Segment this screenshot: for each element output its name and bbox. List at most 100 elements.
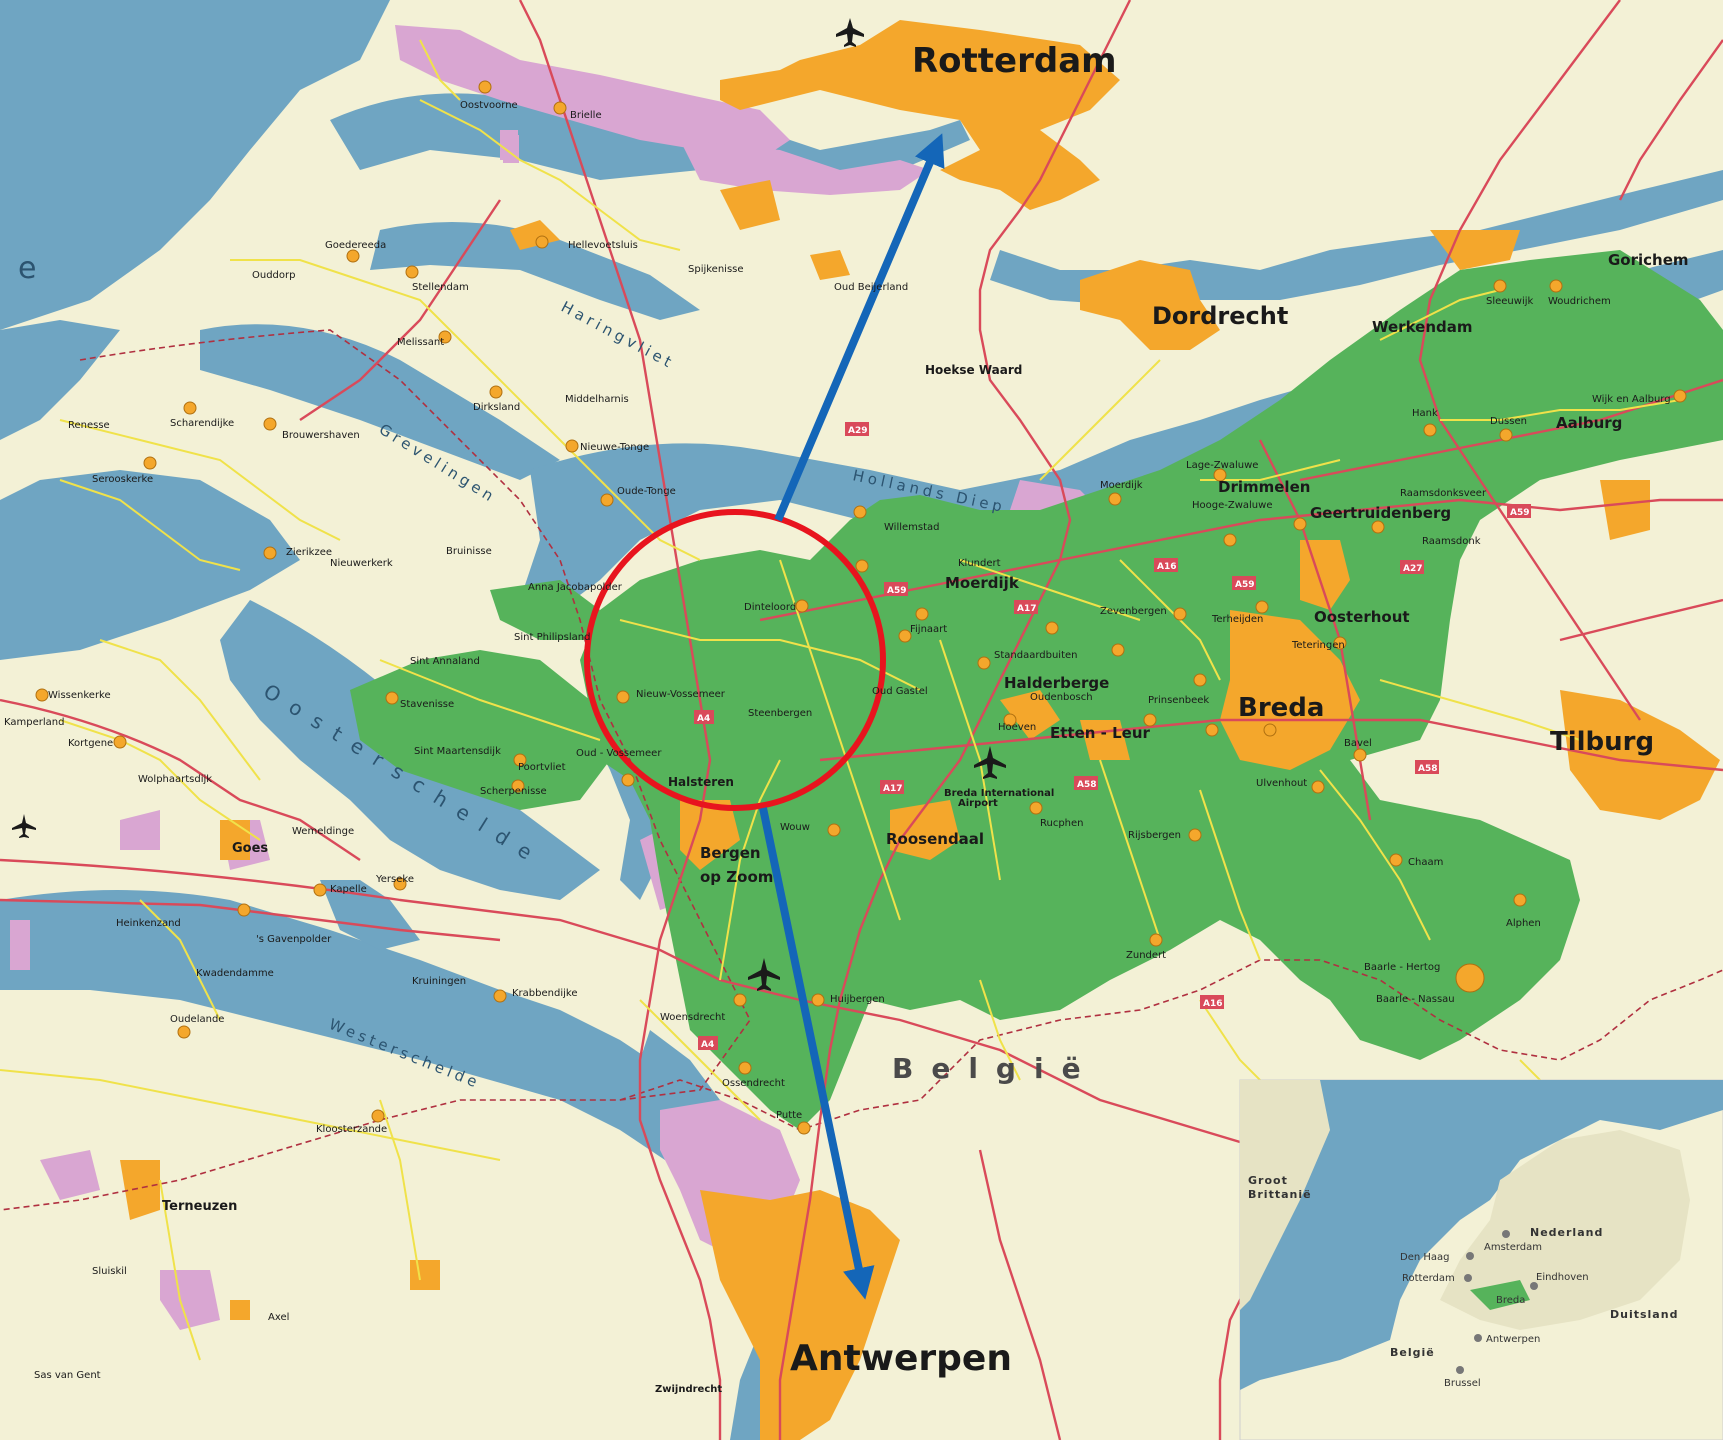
goes-label: Goes xyxy=(232,841,268,856)
place-dussen: Dussen xyxy=(1490,416,1527,427)
halderberge-label: Halderberge xyxy=(1004,674,1109,692)
place-oostvoorne: Oostvoorne xyxy=(460,100,518,111)
place-wemeldinge: Wemeldinge xyxy=(292,826,354,837)
place-wijk-en-aalburg: Wijk en Aalburg xyxy=(1592,394,1671,405)
airplane-icon-woensdrecht xyxy=(748,958,780,991)
place-teteringen: Teteringen xyxy=(1291,640,1345,651)
oosterhout-label: Oosterhout xyxy=(1314,608,1410,626)
secondary-road-layer xyxy=(0,39,1681,1361)
airplane-icon-zeeland xyxy=(12,814,36,838)
place-zierikzee: Zierikzee xyxy=(286,547,332,558)
place-oudenbosch: Oudenbosch xyxy=(1030,692,1093,703)
place-chaam: Chaam xyxy=(1408,857,1443,868)
place-nieuw-vossemeer: Nieuw-Vossemeer xyxy=(636,689,726,700)
place-wissenkerke: Wissenkerke xyxy=(48,690,111,701)
place-hooge-zwaluwe: Hooge-Zwaluwe xyxy=(1192,500,1272,511)
airplane-icon-breda xyxy=(974,746,1006,779)
place-oudelande: Oudelande xyxy=(170,1014,224,1025)
inset-groot-label-1: Groot xyxy=(1248,1174,1288,1187)
airport-label: Airport xyxy=(958,798,998,809)
place-renesse: Renesse xyxy=(68,420,110,431)
place-oud-vossemeer: Oud - Vossemeer xyxy=(576,748,662,759)
svg-text:A4: A4 xyxy=(701,1040,714,1050)
inset-eindhoven-label: Eindhoven xyxy=(1536,1272,1589,1283)
place-steenbergen: Steenbergen xyxy=(748,708,812,719)
place-raamsdonksveer: Raamsdonksveer xyxy=(1400,488,1487,499)
place-putte: Putte xyxy=(776,1110,802,1121)
place-serooskerke: Serooskerke xyxy=(92,474,153,485)
etten-leur-label: Etten - Leur xyxy=(1050,724,1151,742)
inset-rotterdam-label: Rotterdam xyxy=(1402,1273,1455,1284)
place-zundert: Zundert xyxy=(1126,950,1166,961)
svg-text:A29: A29 xyxy=(848,426,868,436)
place-halsteren: Halsteren xyxy=(668,775,734,789)
place-oud-beijerland: Oud Beijerland xyxy=(834,282,908,293)
inset-duitsland-label: Duitsland xyxy=(1610,1308,1678,1321)
place-brielle: Brielle xyxy=(570,110,602,121)
highway-shield-icon-group: A29 A59 A59 A59 A17 A17 A16 A16 A27 A58 … xyxy=(694,422,1531,1050)
place-kloosterzande: Kloosterzande xyxy=(316,1124,387,1135)
place-prinsenbeek: Prinsenbeek xyxy=(1148,695,1209,706)
place-scharendijke: Scharendijke xyxy=(170,418,234,429)
place-hellevoetsluis: Hellevoetsluis xyxy=(568,240,638,251)
inset-amsterdam-label: Amsterdam xyxy=(1484,1242,1542,1253)
place-s-gravenpolder: 's Gavenpolder xyxy=(256,934,332,945)
rotterdam-label: Rotterdam xyxy=(912,41,1117,81)
city-layer xyxy=(120,20,1720,1440)
place-sas-van-gent: Sas van Gent xyxy=(34,1370,101,1381)
place-ossendrecht: Ossendrecht xyxy=(722,1078,785,1089)
place-lage-zwaluwe: Lage-Zwaluwe xyxy=(1186,460,1258,471)
place-kortgene: Kortgene xyxy=(68,738,113,749)
tilburg-label: Tilburg xyxy=(1550,727,1654,757)
place-sint-annaland: Sint Annaland xyxy=(410,656,480,667)
arrow-to-antwerpen xyxy=(759,807,875,1300)
svg-text:A59: A59 xyxy=(1235,580,1255,590)
city-labels: Rotterdam Antwerpen Breda Tilburg Dordre… xyxy=(162,41,1689,1379)
svg-text:A59: A59 xyxy=(887,586,907,596)
arrow-to-rotterdam xyxy=(774,133,945,522)
place-woudrichem: Woudrichem xyxy=(1548,296,1611,307)
place-nieuwe-tonge: Nieuwe-Tonge xyxy=(580,442,649,453)
svg-text:A4: A4 xyxy=(697,714,710,724)
place-oud-gastel: Oud Gastel xyxy=(872,686,928,697)
aalburg-label: Aalburg xyxy=(1556,414,1622,432)
place-baarle-nassau: Baarle - Nassau xyxy=(1376,994,1455,1005)
antwerpen-label: Antwerpen xyxy=(790,1338,1012,1379)
inset-den-haag-label: Den Haag xyxy=(1400,1252,1450,1263)
place-moerdijk-small: Moerdijk xyxy=(1100,480,1143,491)
sea-edge-letter: e xyxy=(18,251,50,286)
geertruidenberg-label: Geertruidenberg xyxy=(1310,504,1451,522)
place-kwadendamme: Kwadendamme xyxy=(196,968,274,979)
place-woensdrecht: Woensdrecht xyxy=(660,1012,725,1023)
inset-brussel-label: Brussel xyxy=(1444,1378,1481,1389)
place-ouddorp: Ouddorp xyxy=(252,270,295,281)
breda-label: Breda xyxy=(1238,693,1324,723)
place-wouw: Wouw xyxy=(780,822,810,833)
place-hoeven: Hoeven xyxy=(998,722,1036,733)
place-rijsbergen: Rijsbergen xyxy=(1128,830,1181,841)
place-rucphen: Rucphen xyxy=(1040,818,1084,829)
place-yerseke: Yerseke xyxy=(375,874,414,885)
breda-airport-label: Breda International xyxy=(944,788,1054,799)
place-dinteloord: Dinteloord xyxy=(744,602,796,613)
place-hank: Hank xyxy=(1412,408,1438,419)
svg-text:A58: A58 xyxy=(1418,764,1438,774)
place-sint-maartensdijk: Sint Maartensdijk xyxy=(414,746,501,757)
place-kruiningen: Kruiningen xyxy=(412,976,466,987)
place-willemstad: Willemstad xyxy=(884,522,940,533)
svg-text:A27: A27 xyxy=(1403,564,1423,574)
svg-text:A59: A59 xyxy=(1510,508,1530,518)
airplane-icon-rotterdam xyxy=(836,18,864,47)
place-standaardbuiten: Standaardbuiten xyxy=(994,650,1078,661)
op-zoom-label: op Zoom xyxy=(700,868,773,886)
place-kamperland: Kamperland xyxy=(4,717,64,728)
roosendaal-label: Roosendaal xyxy=(886,830,984,848)
town-dot-icon-group xyxy=(35,80,1687,1135)
place-bruinisse: Bruinisse xyxy=(446,546,492,557)
svg-text:A16: A16 xyxy=(1157,562,1177,572)
hoekse-waard-label: Hoekse Waard xyxy=(925,363,1022,377)
svg-text:A17: A17 xyxy=(1017,604,1037,614)
inset-map: Groot Brittanië Nederland Amsterdam Den … xyxy=(1239,1079,1723,1440)
